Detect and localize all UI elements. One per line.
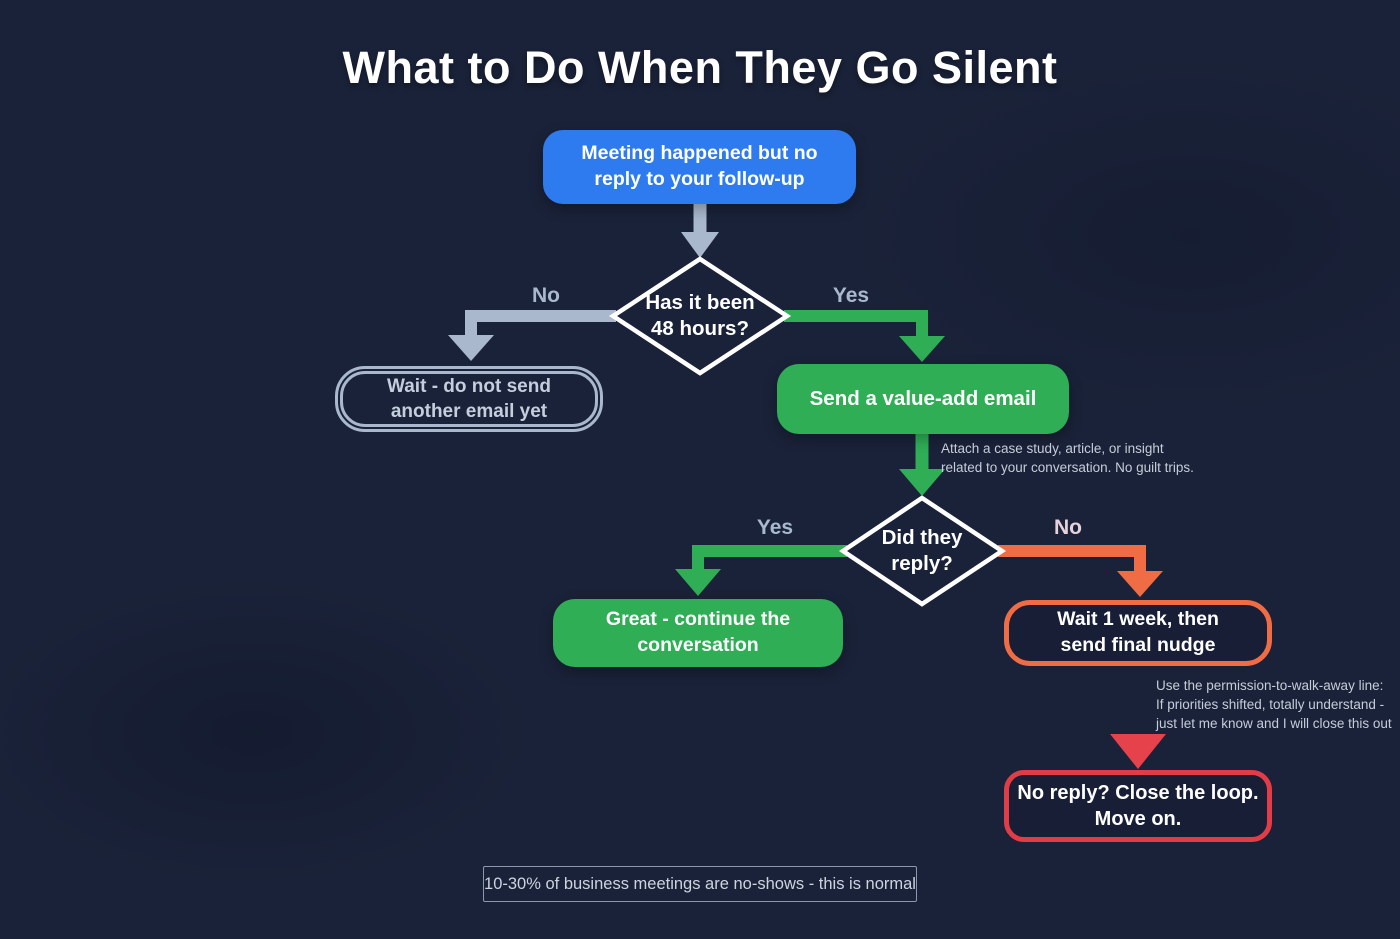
arrow-decision2-yes-to-great: [675, 545, 847, 596]
footer-stat-text: 10-30% of business meetings are no-shows…: [484, 874, 916, 893]
arrow-value-email-to-decision2: [899, 434, 945, 496]
annotation-nudge: Use the permission-to-walk-away line: If…: [1156, 678, 1392, 731]
node-close-loop-label: No reply? Close the loop. Move on.: [1017, 781, 1259, 830]
arrow-decision1-no-to-wait: [448, 310, 616, 361]
arrow-nudge-to-close-loop: [1110, 666, 1166, 769]
edge-label-decision1-no: No: [532, 284, 560, 307]
page-title: What to Do When They Go Silent: [342, 42, 1058, 93]
arrow-decision1-yes-to-value-email: [784, 310, 945, 362]
node-start: Meeting happened but no reply to your fo…: [543, 130, 856, 204]
node-nudge-label: Wait 1 week, then send final nudge: [1057, 608, 1219, 656]
edge-label-decision2-no: No: [1054, 516, 1082, 539]
decision1-label: Has it been 48 hours?: [645, 290, 755, 340]
decision2-diamond: [838, 495, 1007, 607]
node-nudge: Wait 1 week, then send final nudge: [1004, 600, 1272, 666]
node-close-loop: No reply? Close the loop. Move on.: [1004, 770, 1272, 842]
edge-label-decision1-yes: Yes: [832, 284, 870, 307]
node-start-label: Meeting happened but no reply to your fo…: [581, 142, 818, 190]
footer-stat-box: 10-30% of business meetings are no-shows…: [483, 866, 917, 902]
node-value-email: Send a value-add email: [777, 364, 1069, 434]
node-value-email-label: Send a value-add email: [809, 387, 1037, 411]
arrow-decision2-no-to-nudge: [998, 545, 1163, 597]
node-wait-label: Wait - do not send another email yet: [387, 375, 551, 422]
decision1-diamond: [608, 256, 792, 376]
arrow-start-to-decision1: [681, 203, 719, 258]
annotation-value-email: Attach a case study, article, or insight…: [941, 441, 1194, 475]
node-great-label: Great - continue the conversation: [605, 608, 791, 656]
decision2-label: Did they reply?: [881, 525, 963, 575]
node-great: Great - continue the conversation: [553, 599, 843, 667]
node-wait: Wait - do not send another email yet: [335, 366, 603, 432]
edge-label-decision2-yes: Yes: [756, 516, 794, 539]
